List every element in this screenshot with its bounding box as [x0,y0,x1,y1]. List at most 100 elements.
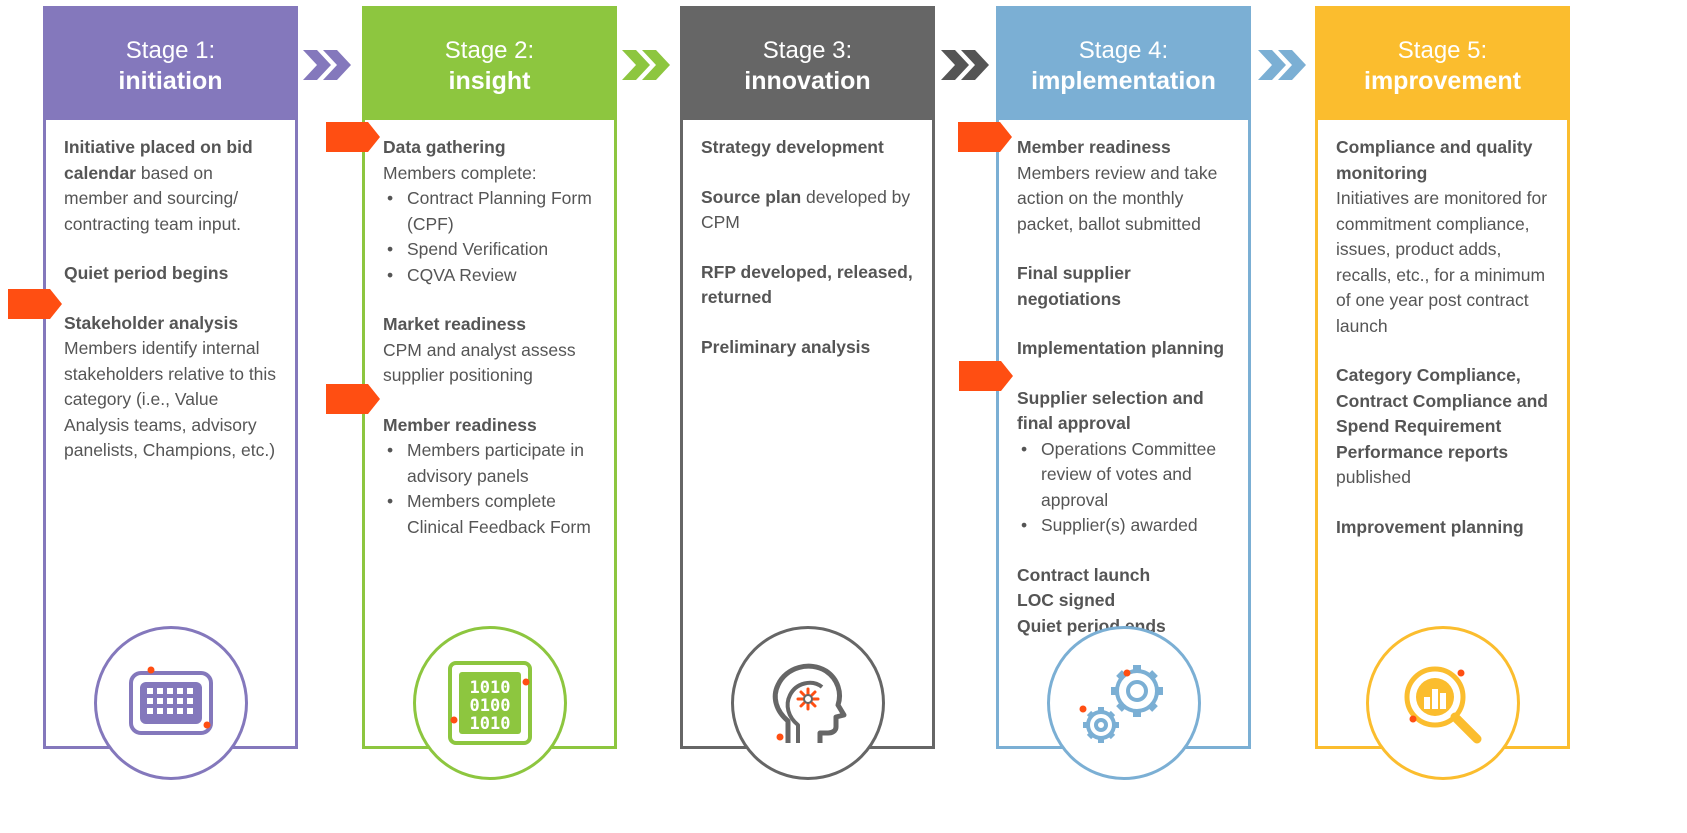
stage-3-column: Stage 3: innovation Strategy development… [680,6,935,780]
block-heading: RFP developed, released, returned [701,261,913,308]
stage-2-column: Stage 2: insight Data gathering Members … [362,6,617,780]
block-text: published [1336,467,1411,487]
block-line: LOC signed [1017,590,1116,610]
block-text: Members identify internal stakeholders r… [64,338,277,460]
chevron-right-icon [941,50,989,80]
stage-1-body: Initiative placed on bid calendar based … [46,120,295,464]
list-item: Operations Committee review of votes and… [1017,437,1232,514]
list-item: Spend Verification [383,237,598,263]
stage-5-icon-circle [1365,626,1520,780]
stage-5-block: Category Compliance, Contract Compliance… [1336,363,1551,491]
analytics-magnifier-icon [1404,666,1481,744]
stage-2-body: Data gathering Members complete: Contrac… [365,120,614,540]
stage-2-block: Market readiness CPM and analyst assess … [383,312,598,389]
block-text: Initiatives are monitored for commitment… [1336,188,1548,336]
chevron-right-icon [1258,50,1306,80]
stage-3-block: Preliminary analysis [701,335,916,361]
stage-5-column: Stage 5: improvement Compliance and qual… [1315,6,1570,780]
stage-1-title: Stage 1: [125,37,216,64]
stage-3-header: Stage 3: innovation [683,6,932,120]
bullet-list: Contract Planning Form (CPF) Spend Verif… [383,186,598,288]
block-heading: Member readiness [1017,137,1171,157]
block-text: based on member and sourcing/ contractin… [64,162,242,234]
block-heading: Strategy development [701,137,884,157]
stage-1-icon-circle [93,626,248,780]
block-heading: Final supplier negotiations [1017,263,1131,309]
stage-4-column: Stage 4: implementation Member readiness… [996,6,1251,780]
list-item: Supplier(s) awarded [1017,513,1232,539]
flag-marker-icon [959,361,1013,391]
chevron-right-icon [622,50,670,80]
stage-2-block: Data gathering Members complete: Contrac… [383,135,598,288]
block-heading: Initiative placed on bid calendar [64,137,253,183]
block-heading: Source plan [701,186,802,207]
block-heading: Improvement planning [1336,516,1524,537]
gears-icon [1079,665,1163,743]
block-heading: Compliance and quality monitoring [1336,137,1533,183]
stage-3-name: innovation [744,67,871,95]
stage-2-title: Stage 2: [444,37,535,64]
keyboard-icon [128,666,213,735]
flag-marker-icon [326,122,380,152]
stage-2-block: Member readiness Members participate in … [383,413,598,541]
head-idea-icon [772,663,846,743]
block-heading: Preliminary analysis [701,336,871,357]
block-heading: Quiet period begins [64,263,229,283]
list-item: Members complete Clinical Feedback Form [383,489,598,540]
stage-3-icon-circle [730,626,885,780]
block-heading: Data gathering [383,137,506,157]
block-text: Members review and take action on the mo… [1017,162,1218,234]
stage-4-name: implementation [1031,67,1216,95]
stage-5-block: Compliance and quality monitoring Initia… [1336,135,1551,339]
block-heading: Category Compliance, Contract Compliance… [1336,365,1548,462]
flag-marker-icon [326,384,380,414]
stage-5-body: Compliance and quality monitoring Initia… [1318,120,1567,540]
stage-2-name: insight [448,67,531,95]
stage-1-block: Stakeholder analysis Members identify in… [64,311,279,464]
stage-4-header: Stage 4: implementation [999,6,1248,120]
block-heading: Stakeholder analysis [64,312,239,333]
block-heading: Implementation planning [1017,338,1225,358]
stage-4-body: Member readiness Members review and take… [999,120,1248,639]
svg-text:1010: 1010 [469,678,510,698]
stage-2-header: Stage 2: insight [365,6,614,120]
stage-4-block: Member readiness Members review and take… [1017,135,1232,237]
stage-5-name: improvement [1364,67,1521,95]
flag-marker-icon [8,289,62,319]
bullet-list: Operations Committee review of votes and… [1017,437,1232,539]
stage-3-block: Source plan developed by CPM [701,185,916,236]
flag-marker-icon [958,122,1012,152]
stage-5-block: Improvement planning [1336,515,1551,541]
svg-text:1010: 1010 [469,714,510,734]
block-text: developed by CPM [701,186,911,233]
svg-text:0100: 0100 [469,696,510,716]
stage-5-title: Stage 5: [1397,37,1488,64]
stage-1-block: Quiet period begins [64,261,279,287]
block-heading: Market readiness [383,314,526,334]
stage-4-block: Supplier selection and final approval Op… [1017,386,1232,539]
stage-4-title: Stage 4: [1078,37,1169,64]
stage-1-name: initiation [118,67,223,95]
stage-3-block: RFP developed, released, returned [701,260,916,311]
list-item: Members participate in advisory panels [383,438,598,489]
bullet-list: Members participate in advisory panels M… [383,438,598,540]
stage-3-block: Strategy development [701,135,916,161]
stage-4-block: Implementation planning [1017,336,1232,362]
block-heading: Contract launch [1017,564,1151,585]
block-heading: Member readiness [383,414,537,435]
stage-1-column: Stage 1: initiation Initiative placed on… [43,6,298,780]
stage-1-block: Initiative placed on bid calendar based … [64,135,279,237]
stage-5-header: Stage 5: improvement [1318,6,1567,120]
list-item: CQVA Review [383,263,598,289]
stage-4-icon-circle [1046,626,1201,780]
chevron-right-icon [303,50,351,80]
stage-3-body: Strategy development Source plan develop… [683,120,932,360]
stage-4-block: Final supplier negotiations [1017,261,1232,312]
stage-1-header: Stage 1: initiation [46,6,295,120]
binary-data-icon: 1010 0100 1010 [447,661,532,745]
stage-2-icon-circle: 1010 0100 1010 [412,626,567,780]
list-item: Contract Planning Form (CPF) [383,186,598,237]
block-text: Members complete: [383,162,537,183]
stage-3-title: Stage 3: [762,37,853,64]
block-text: CPM and analyst assess supplier position… [383,339,576,386]
